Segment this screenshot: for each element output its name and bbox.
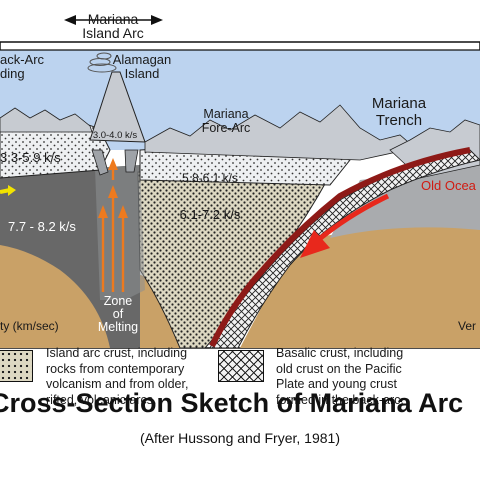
cross-section-diagram: Mariana Island Arc ack-Arc ding Alamagan… [0,11,480,349]
trench-line1: Mariana [372,95,427,112]
fore-arc-line2: Fore-Arc [202,121,251,135]
legend-basaltic-text: Basalic crust, including old crust on th… [276,346,404,407]
legend-swatch-basaltic [218,350,264,382]
velocity-5-8-6-1: 5.8-6.1 k/s [182,171,238,185]
subduction-arrow [300,193,390,258]
arc-extent-arrow [64,15,163,25]
volcanic-plume [87,52,117,73]
velocity-6-1-7-2: 6.1-7.2 k/s [180,207,241,222]
old-ocean-label: Old Ocea [421,178,477,193]
spreading-arrow [0,185,16,196]
figure-subtitle: (After Hussong and Fryer, 1981) [140,430,340,446]
velocity-3-0-4-0: 3.0-4.0 k/s [93,130,138,141]
back-arc-topography [0,107,93,133]
arc-name-line1: Mariana [88,11,139,27]
trench-line2: Trench [376,112,422,129]
axis-right-label: Ver [458,319,476,333]
melt-arrows [98,158,128,292]
slab-surface [209,147,471,348]
zone-line1: Zone [104,294,133,308]
volcano-line2: Island [125,66,160,81]
velocity-7-7-8-2: 7.7 - 8.2 k/s [8,219,76,234]
figure-title: Cross-Section Sketch of Mariana Arc [0,388,480,419]
melting-column [95,165,145,300]
asthenosphere-right [240,226,480,348]
velocity-3-3-5-9: 3.3-5.9 k/s [0,150,61,165]
back-arc-line1: ack-Arc [0,52,45,67]
zone-line3: Melting [98,320,138,334]
back-arc-line2: ding [0,66,25,81]
legend-swatch-island-arc [0,350,33,382]
alamagan-volcano [89,71,146,143]
figure-title-text: Cross-Section Sketch of Mariana Arc [0,388,464,418]
legend-island-arc-text: Island arc crust, including rocks from c… [46,346,189,407]
arc-name-line2: Island Arc [82,25,143,41]
zone-line2: of [113,307,124,321]
fore-arc-line1: Mariana [203,107,248,121]
subducting-crust [209,149,480,349]
axis-left-label: ty (km/sec) [0,319,59,333]
volcano-line1: Alamagan [113,52,172,67]
